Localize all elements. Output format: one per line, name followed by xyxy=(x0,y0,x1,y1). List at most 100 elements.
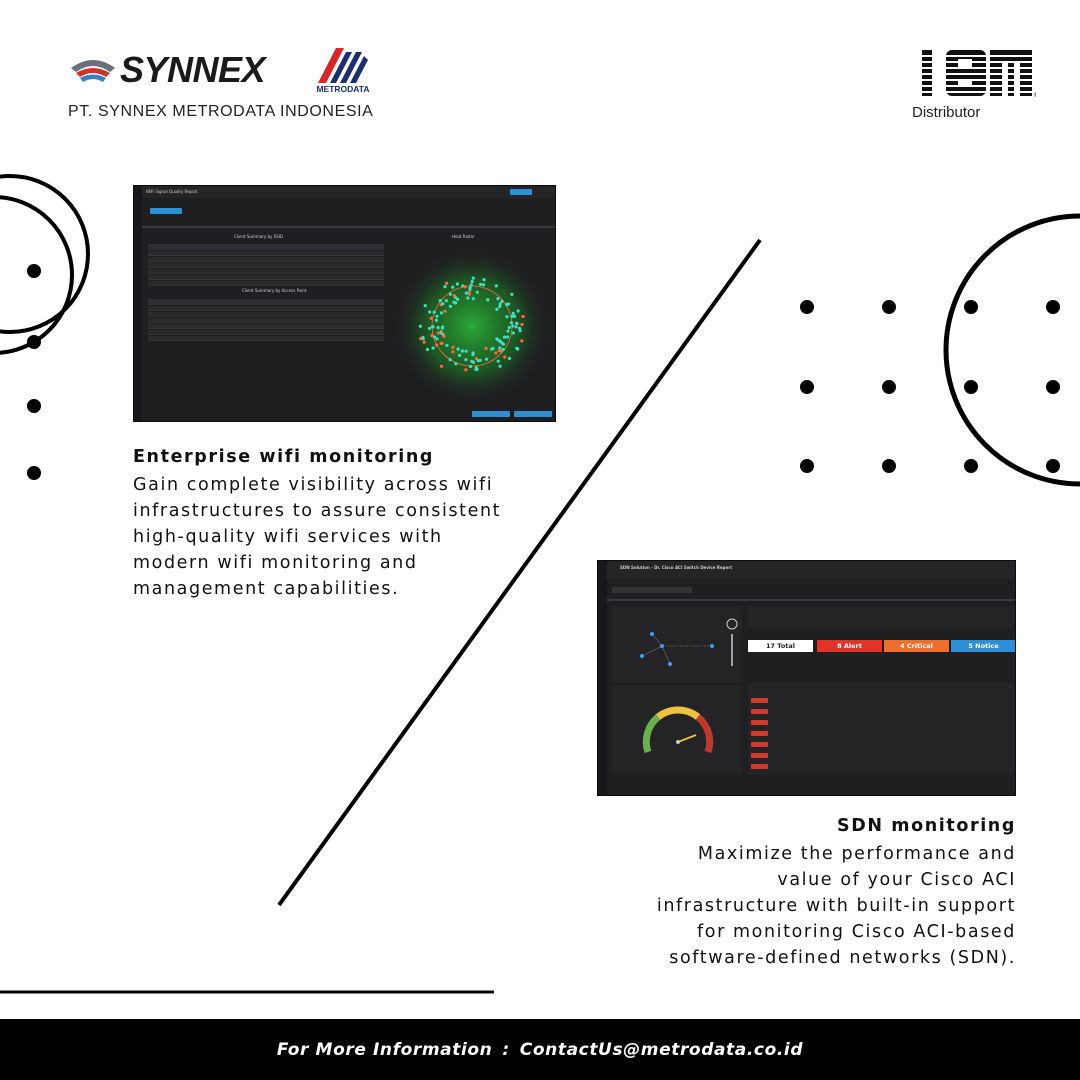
radar-point xyxy=(443,285,447,289)
sdn-dashboard-screenshot: SDN Solution - Dr. Cisco ACI Switch Devi… xyxy=(597,560,1016,796)
radar-point xyxy=(471,297,475,301)
radar-point xyxy=(455,282,459,286)
table-row xyxy=(148,318,384,323)
radar-point xyxy=(421,335,425,339)
radar-point xyxy=(520,339,524,343)
table-row xyxy=(148,263,384,268)
radar-point xyxy=(484,357,489,361)
radar-point xyxy=(520,322,524,327)
table-row xyxy=(148,312,384,317)
titlebar xyxy=(607,561,1015,579)
decor-circle-left-inner xyxy=(0,195,74,355)
radar-point xyxy=(434,318,438,322)
wifi-description-line: Gain complete visibility across wifi xyxy=(133,475,494,495)
sdn-description-line: infrastructure with built-in support xyxy=(656,896,1016,916)
radar-point xyxy=(460,349,464,353)
metrodata-logo: METRODATA xyxy=(314,46,372,98)
radar-point xyxy=(464,291,468,295)
table-row xyxy=(148,257,384,262)
ibm-logo: ® xyxy=(912,50,1039,99)
radar-point xyxy=(452,294,456,298)
health-gauge xyxy=(642,706,714,754)
synnex-emblem-icon xyxy=(71,60,115,82)
radar-point xyxy=(469,283,473,287)
radar-point xyxy=(506,335,510,339)
decor-dot xyxy=(800,459,814,473)
summary-total: 17 Total xyxy=(748,640,813,652)
filter-chip xyxy=(150,208,182,214)
event-log-panel xyxy=(748,683,1015,775)
radar-point xyxy=(495,307,499,311)
decor-circle-left-outer xyxy=(0,174,90,334)
radar-point xyxy=(436,331,440,335)
radar-point xyxy=(470,359,474,363)
table-header xyxy=(148,244,384,250)
wifi-description-line: infrastructures to assure consistent xyxy=(133,501,502,521)
radar-point xyxy=(496,297,500,301)
radar-point xyxy=(505,315,509,319)
summary-alert: 8 Alert xyxy=(817,640,882,652)
decor-dot xyxy=(964,300,978,314)
radar-point xyxy=(429,316,433,320)
sidebar xyxy=(134,186,142,421)
metadata-panel xyxy=(748,606,1015,628)
radar-point xyxy=(456,297,460,301)
radar-point xyxy=(521,314,525,319)
radar-point xyxy=(498,364,502,368)
sdn-description-line: value of your Cisco ACI xyxy=(777,870,1016,890)
synnex-wordmark: SYNNEX xyxy=(120,49,266,90)
decor-dot xyxy=(882,300,896,314)
summary-critical-label: 4 Critical xyxy=(900,642,933,650)
radar-point xyxy=(425,347,430,352)
sdn-description-line: Maximize the performance and xyxy=(697,844,1016,864)
contact-email-link[interactable]: ContactUs@metrodata.co.id xyxy=(519,1039,804,1060)
screenshot-title: WiFi Signal Quality Report xyxy=(146,189,198,194)
sdn-description-line: for monitoring Cisco ACI-based xyxy=(697,922,1016,942)
metrodata-emblem-icon xyxy=(318,48,368,83)
radar-point xyxy=(467,290,471,294)
topology-panel xyxy=(612,606,742,682)
table-row xyxy=(148,281,384,286)
decor-dot xyxy=(800,300,814,314)
chart-title-ssid: Client Summary by SSID xyxy=(234,234,283,239)
metrodata-wordmark: METRODATA xyxy=(316,84,370,94)
radar-point xyxy=(423,304,427,308)
radar-point xyxy=(510,314,514,318)
summary-notice: 5 Notice xyxy=(951,640,1015,652)
radar-point xyxy=(476,359,480,363)
severity-alert-badge xyxy=(751,709,768,714)
ibm-distributor-label: Distributor xyxy=(912,104,981,121)
radar-point xyxy=(482,278,486,282)
decor-dot xyxy=(27,399,41,413)
radar-point xyxy=(501,347,505,352)
radar-point xyxy=(484,346,488,350)
radar-point xyxy=(498,304,502,309)
save-button xyxy=(514,411,552,417)
tab-strip xyxy=(607,599,1015,601)
screenshot-title: SDN Solution - Dr. Cisco ACI Switch Devi… xyxy=(620,565,733,570)
toolbar-button xyxy=(510,189,532,195)
radar-point xyxy=(486,298,490,302)
radar-point xyxy=(440,326,444,330)
radar-point xyxy=(441,302,445,306)
radar-point xyxy=(452,300,456,304)
radar-point xyxy=(432,310,436,314)
radar-point xyxy=(515,321,519,326)
apply-button xyxy=(472,411,510,417)
radar-point xyxy=(448,292,452,296)
radar-point xyxy=(463,285,467,289)
table-row xyxy=(148,269,384,274)
radar-point xyxy=(506,329,510,333)
wifi-description-line: management capabilities. xyxy=(133,579,400,599)
table-row xyxy=(148,306,384,311)
company-name: PT. SYNNEX METRODATA INDONESIA xyxy=(68,103,374,120)
radar-point xyxy=(474,357,478,361)
severity-alert-badge xyxy=(751,742,768,747)
wifi-description: Gain complete visibility across wifi inf… xyxy=(133,472,501,602)
decor-dot xyxy=(27,335,41,349)
radar-point xyxy=(427,326,432,330)
sidebar xyxy=(598,561,607,795)
radar-point xyxy=(494,351,498,355)
radar-point xyxy=(513,314,517,318)
diagonal-line xyxy=(277,238,762,907)
